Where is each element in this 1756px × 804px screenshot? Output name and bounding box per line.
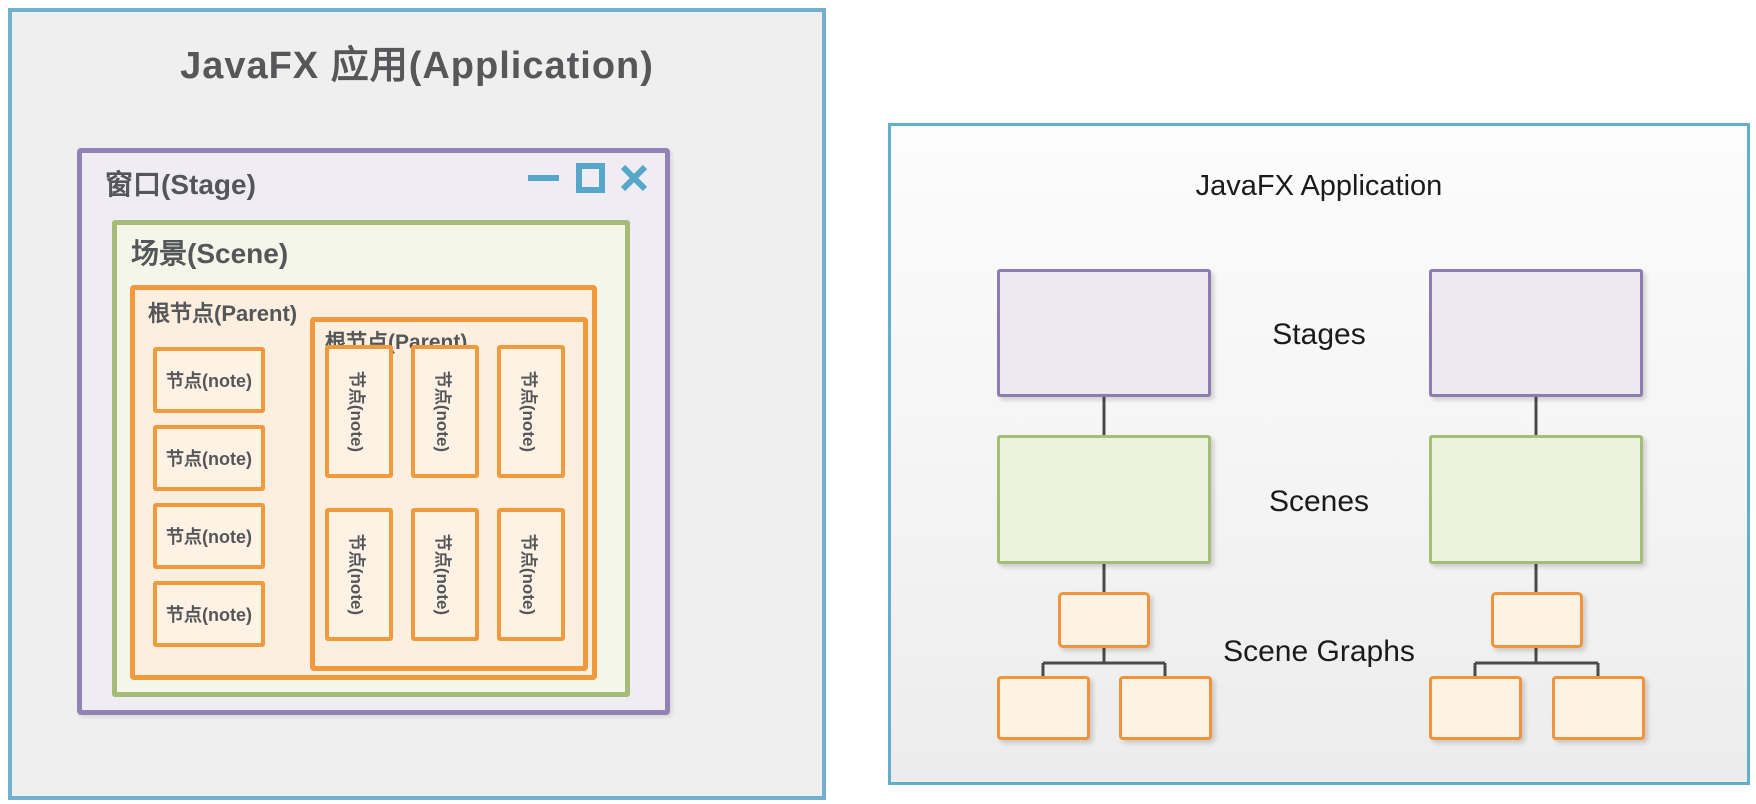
root-parent-box: 根节点(Parent) 节点(note) 节点(note) 节点(note) 节… xyxy=(130,285,597,680)
scene-node-left xyxy=(997,435,1211,564)
note-label: 节点(note) xyxy=(433,533,453,616)
note-label: 节点(note) xyxy=(347,370,367,453)
minimize-icon xyxy=(527,163,561,193)
note-box-vertical: 节点(note) xyxy=(497,345,565,478)
scene-graph-child xyxy=(1552,676,1645,740)
close-icon xyxy=(619,163,649,193)
scene-graph-child xyxy=(1429,676,1522,740)
stage-node-left xyxy=(997,269,1211,397)
note-label: 节点(note) xyxy=(433,370,453,453)
javafx-application-diagram-panel: JavaFX 应用(Application) 窗口(Stage) 场景(Scen… xyxy=(8,8,826,800)
note-box: 节点(note) xyxy=(153,503,265,569)
scenes-row-label: Scenes xyxy=(1268,485,1370,518)
note-box-vertical: 节点(note) xyxy=(325,345,393,478)
scene-graphs-row-label: Scene Graphs xyxy=(1223,635,1415,668)
scene-box: 场景(Scene) 根节点(Parent) 节点(note) 节点(note) … xyxy=(112,220,630,697)
scene-node-right xyxy=(1429,435,1643,564)
left-diagram-title: JavaFX 应用(Application) xyxy=(180,45,654,87)
scene-graph-child xyxy=(997,676,1090,740)
note-label: 节点(note) xyxy=(519,370,539,453)
note-label: 节点(note) xyxy=(519,533,539,616)
stages-row-label: Stages xyxy=(1272,318,1366,351)
scene-graph-root-right xyxy=(1491,592,1583,648)
root-parent-label: 根节点(Parent) xyxy=(148,301,298,326)
stage-node-right xyxy=(1429,269,1643,397)
nested-parent-box: 根节点(Parent) 节点(note) 节点(note) 节点(note) 节… xyxy=(310,317,588,671)
scene-title: 场景(Scene) xyxy=(131,238,289,269)
note-box: 节点(note) xyxy=(153,581,265,647)
stage-title: 窗口(Stage) xyxy=(105,169,256,200)
note-box-vertical: 节点(note) xyxy=(411,508,479,641)
note-box-vertical: 节点(note) xyxy=(325,508,393,641)
note-box-vertical: 节点(note) xyxy=(411,345,479,478)
note-label: 节点(note) xyxy=(347,533,367,616)
right-diagram-title: JavaFX Application xyxy=(1195,170,1443,202)
window-controls xyxy=(527,163,649,193)
javafx-architecture-tree-panel: JavaFX Application Stages Scenes Scene G… xyxy=(888,123,1750,785)
note-box: 节点(note) xyxy=(153,347,265,413)
stage-window-box: 窗口(Stage) 场景(Scene) 根节点(Parent) 节点(note)… xyxy=(77,148,670,715)
maximize-icon xyxy=(575,163,605,193)
note-box-vertical: 节点(note) xyxy=(497,508,565,641)
scene-graph-child xyxy=(1119,676,1212,740)
note-box: 节点(note) xyxy=(153,425,265,491)
scene-graph-root-left xyxy=(1058,592,1150,648)
